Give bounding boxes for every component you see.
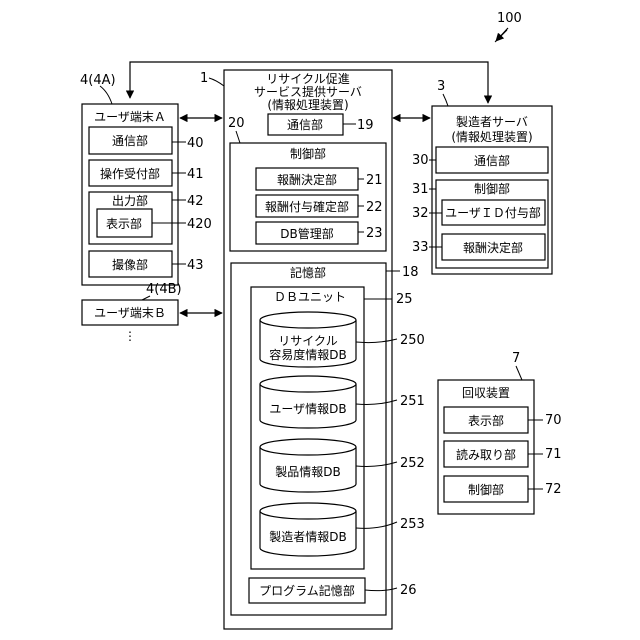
ua-comm-ref: 40 <box>187 136 204 151</box>
rs-reward-confirm-ref: 22 <box>366 200 383 215</box>
recycle-server-subtitle: (情報処理装置) <box>267 98 348 112</box>
col-display-ref: 70 <box>545 413 562 428</box>
maker-server-subtitle: (情報処理装置) <box>451 130 532 144</box>
ua-comm-label: 通信部 <box>112 133 148 148</box>
system-number: 100 <box>497 11 522 26</box>
db-product-ref: 252 <box>400 456 425 471</box>
rs-control-ref: 20 <box>228 116 245 131</box>
recycle-server-ref: 1 <box>200 71 208 86</box>
ua-input-label: 操作受付部 <box>100 166 160 181</box>
rs-reward-confirm-label: 報酬付与確定部 <box>265 199 349 214</box>
maker-server-title: 製造者サーバ <box>456 115 528 129</box>
ua-display-ref: 420 <box>187 217 212 232</box>
db-user-ref: 251 <box>400 394 425 409</box>
user-terminal-a-title: ユーザ端末Ａ <box>94 110 166 124</box>
rs-reward-decide-ref: 21 <box>366 173 383 188</box>
ms-comm-ref: 30 <box>412 153 429 168</box>
ms-reward-decide-label: 報酬決定部 <box>463 240 523 255</box>
ms-user-id-label: ユーザＩＤ付与部 <box>445 205 541 220</box>
rs-db-manage-label: DB管理部 <box>280 226 333 241</box>
ua-camera-label: 撮像部 <box>112 257 148 272</box>
recycle-server-title-2: サービス提供サーバ <box>254 84 362 99</box>
maker-server-leader <box>443 94 448 106</box>
ua-output-ref: 42 <box>187 194 204 209</box>
rs-storage-label: 記憶部 <box>290 265 326 280</box>
ua-input-ref: 41 <box>187 167 204 182</box>
ms-reward-decide-ref: 33 <box>412 240 429 255</box>
rs-db-manage-ref: 23 <box>366 226 383 241</box>
user-terminal-ellipsis: ⋮ <box>124 329 136 343</box>
db-recycle-label-1: リサイクル <box>278 334 337 348</box>
collector-ref: 7 <box>512 351 520 366</box>
recycle-server-title-1: リサイクル促進 <box>266 72 349 86</box>
ua-output-label: 出力部 <box>112 193 148 208</box>
rs-program-label: プログラム記憶部 <box>259 583 355 598</box>
db-maker-ref: 253 <box>400 517 425 532</box>
user-terminal-a-leader <box>100 86 112 104</box>
col-display-label: 表示部 <box>468 413 504 428</box>
db-user-label: ユーザ情報DB <box>269 402 346 416</box>
db-recycle-ref: 250 <box>400 333 425 348</box>
rs-control-label: 制御部 <box>290 146 326 161</box>
col-control-ref: 72 <box>545 482 562 497</box>
db-maker-label: 製造者情報DB <box>269 530 346 544</box>
ms-control-ref: 31 <box>412 182 429 197</box>
ms-control-label: 制御部 <box>474 181 510 196</box>
rs-program-ref: 26 <box>400 583 417 598</box>
rs-storage-ref: 18 <box>402 265 419 280</box>
user-terminal-b-ref: 4(4B) <box>146 282 182 297</box>
col-control-label: 制御部 <box>468 482 504 497</box>
maker-server-ref: 3 <box>437 79 445 94</box>
collector-title: 回収装置 <box>462 386 510 400</box>
db-product-label: 製品情報DB <box>275 465 340 479</box>
recycle-server-leader <box>209 78 224 86</box>
db-recycle-label-2: 容易度情報DB <box>269 347 346 362</box>
collector-leader <box>516 366 522 380</box>
system-arrow <box>496 28 508 41</box>
rs-comm-label: 通信部 <box>287 117 323 132</box>
rs-db-unit-ref: 25 <box>396 292 413 307</box>
rs-db-unit-label: ＤＢユニット <box>274 290 346 304</box>
ms-user-id-ref: 32 <box>412 206 429 221</box>
rs-comm-ref: 19 <box>357 118 374 133</box>
rs-reward-decide-label: 報酬決定部 <box>277 172 337 187</box>
ua-display-label: 表示部 <box>106 216 142 231</box>
ua-camera-ref: 43 <box>187 258 204 273</box>
col-reader-ref: 71 <box>545 447 562 462</box>
col-reader-label: 読み取り部 <box>456 447 516 462</box>
user-terminal-b-title: ユーザ端末Ｂ <box>94 306 166 320</box>
user-terminal-a-ref: 4(4A) <box>80 73 116 88</box>
ms-comm-label: 通信部 <box>474 153 510 168</box>
